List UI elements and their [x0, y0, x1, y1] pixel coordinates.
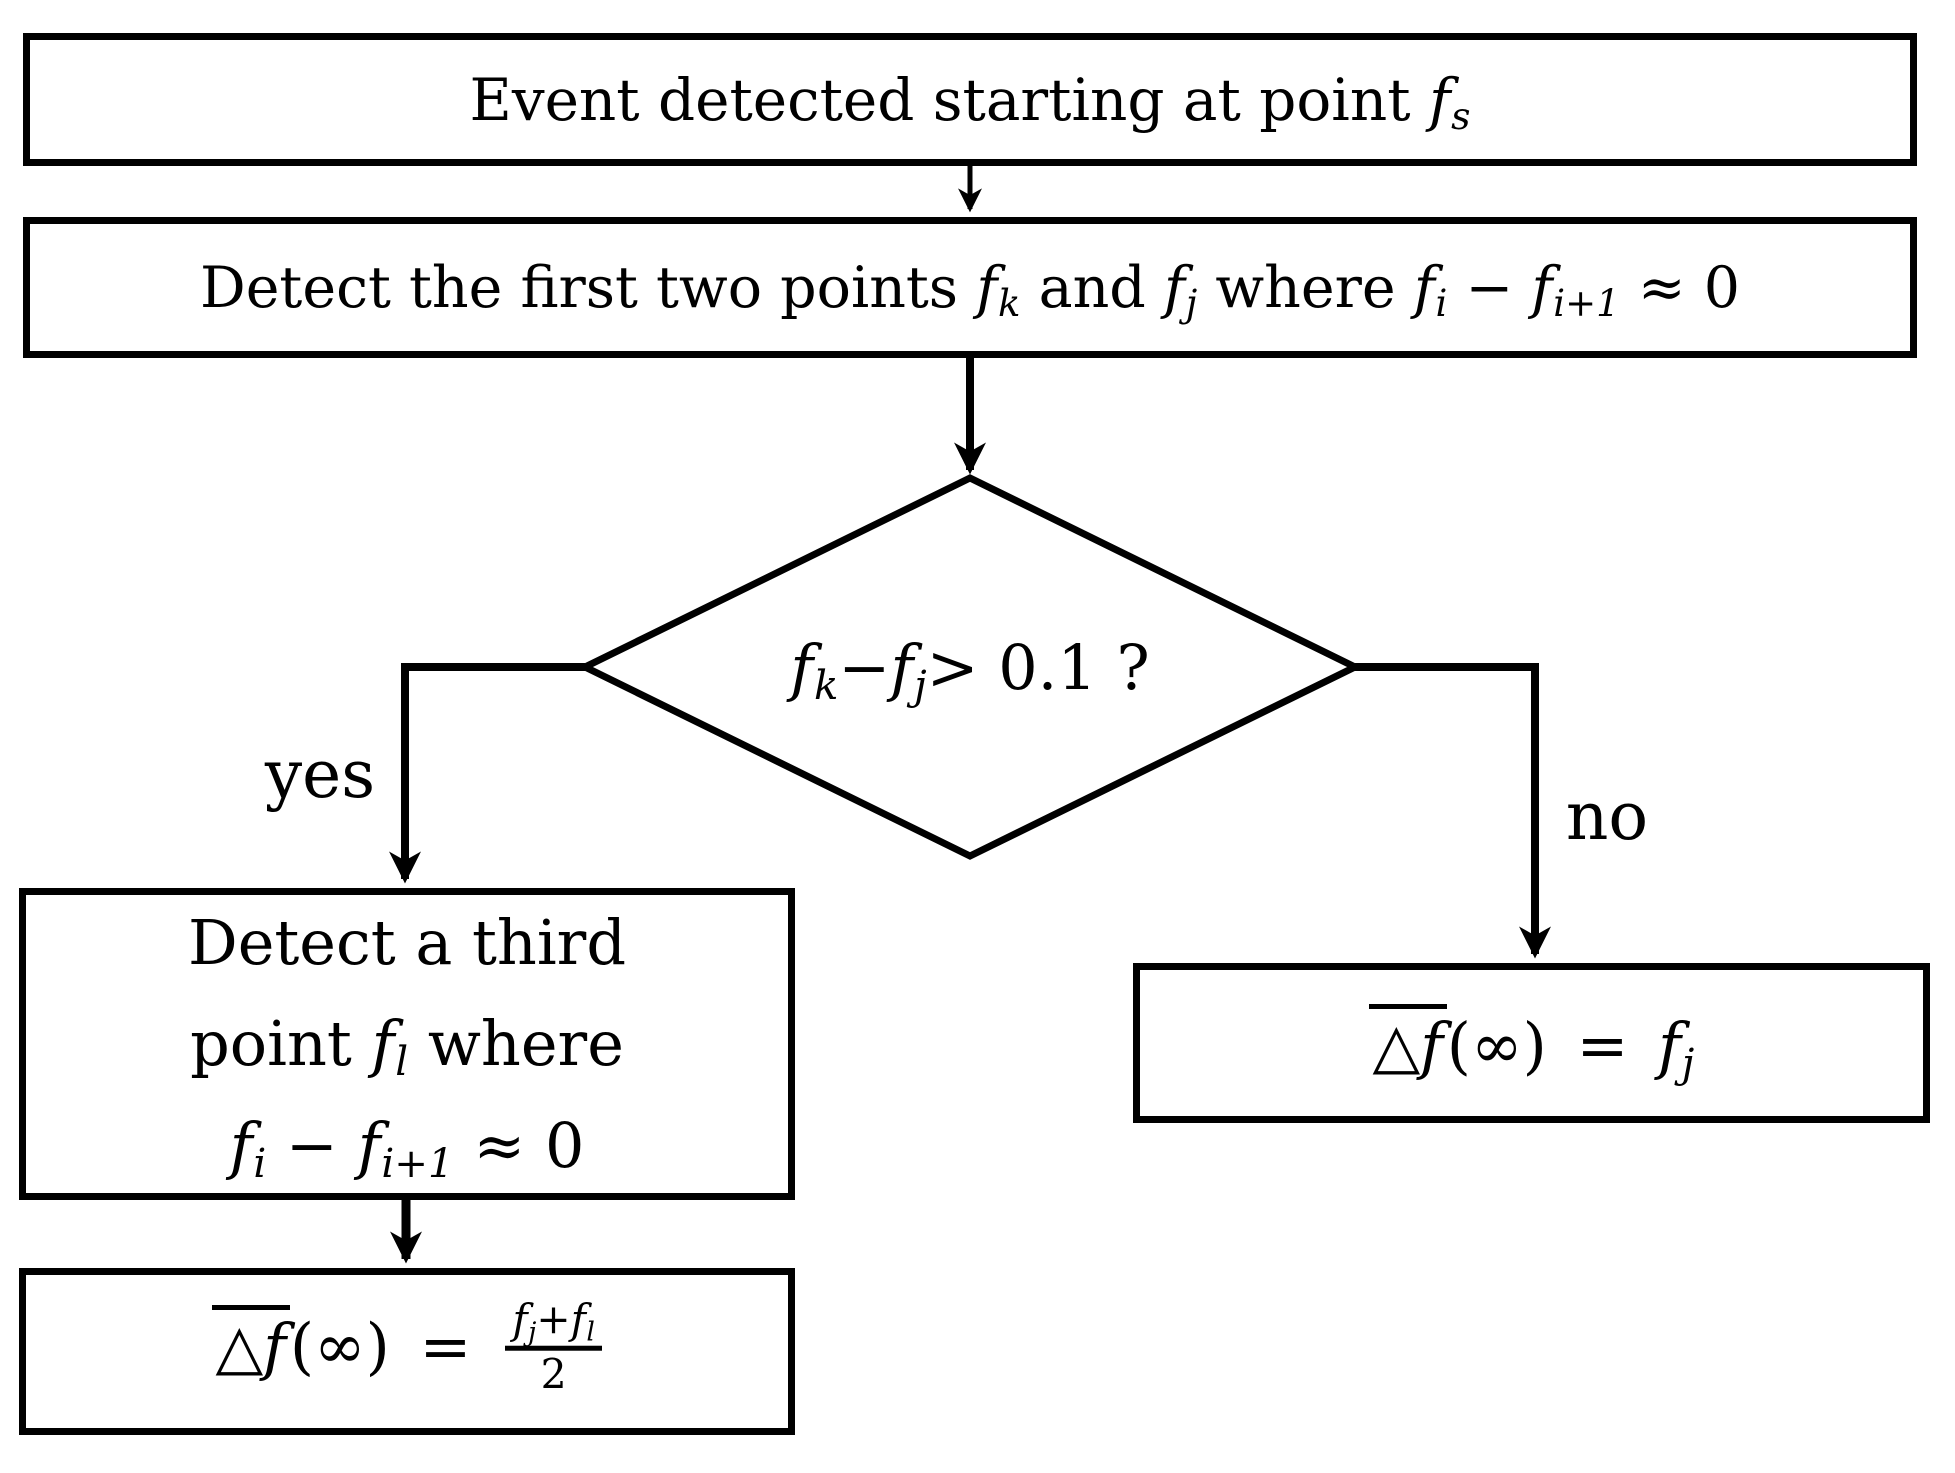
start-text: Event detected starting at point fs	[469, 65, 1471, 138]
detect-third-line-1: Detect a third	[187, 905, 627, 979]
decision-diamond	[577, 474, 1363, 860]
detect-two-node: Detect the first two points fk and fj wh…	[23, 217, 1917, 358]
detect-third-line-2: point fl where	[190, 1007, 624, 1086]
yes-branch-connector	[389, 663, 585, 884]
yes-label: yes	[264, 736, 376, 813]
detect-third-node: Detect a third point fl where fi − fi+1 …	[19, 888, 795, 1200]
decision-text: fk − fj > 0.1 ?	[790, 630, 1150, 709]
detect-third-line-3: fi − fi+1 ≈ 0	[229, 1108, 585, 1187]
start-node: Event detected starting at point fs	[23, 33, 1917, 166]
result-fj-node: △f(∞) = fj	[1133, 963, 1930, 1123]
no-label: no	[1565, 778, 1649, 855]
no-branch-connector	[1355, 663, 1551, 959]
result-fj-formula: △f(∞) = fj	[1368, 1004, 1694, 1084]
detect-third-text: Detect a third point fl where fi − fi+1 …	[188, 892, 626, 1197]
detect-two-text: Detect the first two points fk and fj wh…	[200, 254, 1740, 325]
